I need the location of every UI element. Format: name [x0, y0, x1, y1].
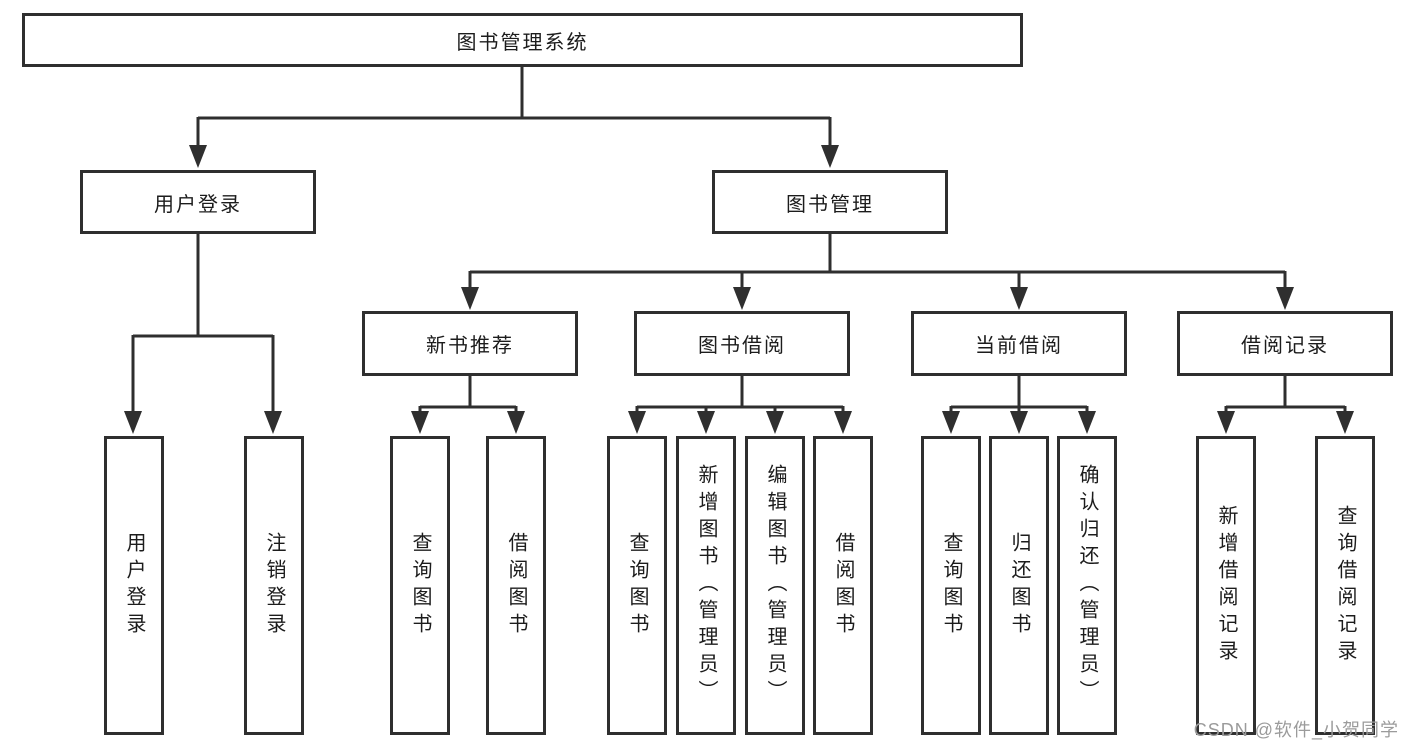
node-root-label: 图书管理系统: [456, 31, 589, 54]
arrowhead-icon: [461, 287, 479, 310]
arrowhead-icon: [1217, 411, 1235, 434]
leaf-user-login: 用户登录: [104, 436, 164, 735]
leaf-logout: 注销登录: [244, 436, 304, 735]
node-user-login: 用户登录: [80, 170, 316, 234]
node-book-management: 图书管理: [712, 170, 948, 234]
leaf-user-login-label: 用户登录: [123, 531, 145, 640]
leaf-borrow-query-book: 查询图书: [607, 436, 667, 735]
arrowhead-icon: [1010, 411, 1028, 434]
leaf-edit-book-admin-label: 编辑图书（管理员）: [764, 464, 786, 707]
arrowhead-icon: [766, 411, 784, 434]
leaf-logout-label: 注销登录: [263, 531, 285, 640]
arrowhead-icon: [942, 411, 960, 434]
leaf-add-borrow-record-label: 新增借阅记录: [1215, 504, 1237, 667]
leaf-query-borrow-record: 查询借阅记录: [1315, 436, 1375, 735]
arrowhead-icon: [1010, 287, 1028, 310]
leaf-recommend-query-book-label: 查询图书: [409, 531, 431, 640]
watermark: CSDN @软件_小贺同学: [1193, 720, 1399, 740]
arrowhead-icon: [834, 411, 852, 434]
leaf-recommend-borrow-book: 借阅图书: [486, 436, 546, 735]
node-root: 图书管理系统: [22, 13, 1023, 67]
leaf-confirm-return-admin: 确认归还（管理员）: [1057, 436, 1117, 735]
arrowhead-icon: [1078, 411, 1096, 434]
arrowhead-icon: [507, 411, 525, 434]
node-user-login-label: 用户登录: [154, 193, 242, 216]
node-book-management-label: 图书管理: [786, 193, 874, 216]
connector-book-borrow-to-leaves: [635, 376, 845, 413]
leaf-edit-book-admin: 编辑图书（管理员）: [745, 436, 805, 735]
arrowheads: [124, 145, 1354, 434]
arrowhead-icon: [821, 145, 839, 168]
arrowhead-icon: [264, 411, 282, 434]
arrowhead-icon: [411, 411, 429, 434]
arrowhead-icon: [697, 411, 715, 434]
node-current-borrow-label: 当前借阅: [975, 335, 1063, 357]
leaf-return-book: 归还图书: [989, 436, 1049, 735]
leaf-add-book-admin: 新增图书（管理员）: [676, 436, 736, 735]
arrowhead-icon: [733, 287, 751, 310]
leaf-recommend-query-book: 查询图书: [390, 436, 450, 735]
leaf-borrow-book: 借阅图书: [813, 436, 873, 735]
leaf-return-book-label: 归还图书: [1008, 531, 1030, 640]
node-new-book-recommend-label: 新书推荐: [426, 335, 514, 357]
leaf-add-borrow-record: 新增借阅记录: [1196, 436, 1256, 735]
leaf-add-book-admin-label: 新增图书（管理员）: [695, 464, 717, 707]
node-current-borrow: 当前借阅: [911, 311, 1127, 376]
arrowhead-icon: [1336, 411, 1354, 434]
arrowhead-icon: [628, 411, 646, 434]
connector-root-to-level2: [196, 67, 832, 147]
leaf-borrow-book-label: 借阅图书: [832, 531, 854, 640]
leaf-current-query-book-label: 查询图书: [940, 531, 962, 640]
node-borrow-records: 借阅记录: [1177, 311, 1393, 376]
node-book-borrow: 图书借阅: [634, 311, 850, 376]
node-book-borrow-label: 图书借阅: [698, 335, 786, 357]
arrowhead-icon: [1276, 287, 1294, 310]
connector-new-book-recommend-to-leaves: [418, 376, 518, 413]
arrowhead-icon: [189, 145, 207, 168]
leaf-current-query-book: 查询图书: [921, 436, 981, 735]
arrowhead-icon: [124, 411, 142, 434]
leaf-borrow-query-book-label: 查询图书: [626, 531, 648, 640]
node-borrow-records-label: 借阅记录: [1241, 335, 1329, 357]
connector-borrow-records-to-leaves: [1224, 376, 1347, 413]
leaf-query-borrow-record-label: 查询借阅记录: [1334, 504, 1356, 667]
connector-current-borrow-to-leaves: [949, 376, 1089, 413]
leaf-confirm-return-admin-label: 确认归还（管理员）: [1076, 464, 1098, 707]
leaf-recommend-borrow-book-label: 借阅图书: [505, 531, 527, 640]
connector-user-login-to-leaves: [131, 234, 275, 413]
connector-book-management-to-level3: [468, 234, 1287, 289]
node-new-book-recommend: 新书推荐: [362, 311, 578, 376]
